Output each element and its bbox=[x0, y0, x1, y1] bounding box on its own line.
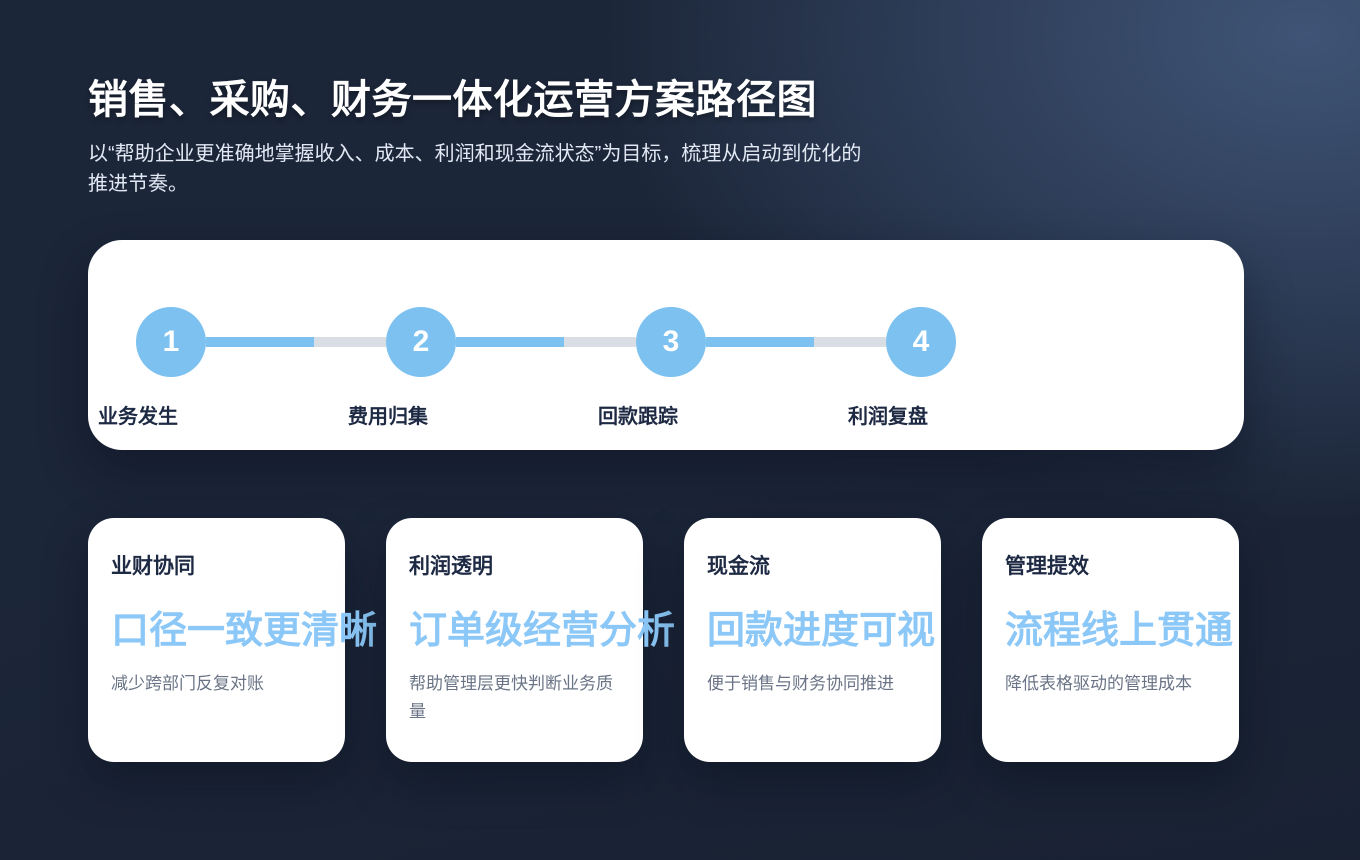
step-number: 2 bbox=[412, 325, 430, 358]
step-label: 回款跟踪 bbox=[598, 406, 678, 428]
page-title: 销售、采购、财务一体化运营方案路径图 bbox=[88, 78, 817, 122]
step-number-badge: 4 bbox=[886, 307, 956, 377]
benefit-tag: 管理提效 bbox=[1005, 555, 1089, 578]
step-number: 1 bbox=[162, 325, 180, 358]
step-row: 2 bbox=[348, 307, 636, 377]
step-connector bbox=[206, 337, 386, 347]
timeline-card: 1 业务发生 2 bbox=[88, 240, 1244, 450]
roadmap-page: 销售、采购、财务一体化运营方案路径图 以“帮助企业更准确地掌握收入、成本、利润和… bbox=[88, 76, 1244, 762]
benefit-headline: 回款进度可视 bbox=[707, 610, 936, 652]
timeline-step-4: 4 利润复盘 bbox=[848, 307, 1098, 429]
benefit-cards-row: 业财协同 口径一致更清晰 减少跨部门反复对账 利润透明 订单级经营分析 帮助管理… bbox=[88, 518, 1244, 762]
benefit-card-cash-flow: 现金流 回款进度可视 便于销售与财务协同推进 bbox=[684, 518, 941, 762]
benefit-headline: 流程线上贯通 bbox=[1005, 610, 1234, 652]
benefit-card-management-efficiency: 管理提效 流程线上贯通 降低表格驱动的管理成本 bbox=[982, 518, 1239, 762]
timeline-step-2: 2 费用归集 bbox=[348, 307, 636, 429]
benefit-description: 帮助管理层更快判断业务质量 bbox=[409, 674, 613, 721]
connector-progress bbox=[706, 337, 814, 347]
benefit-description: 便于销售与财务协同推进 bbox=[707, 674, 894, 693]
connector-remainder bbox=[564, 337, 636, 347]
benefit-description: 减少跨部门反复对账 bbox=[111, 674, 264, 693]
connector-progress bbox=[206, 337, 314, 347]
benefit-headline: 订单级经营分析 bbox=[409, 610, 676, 652]
page-header: 销售、采购、财务一体化运营方案路径图 以“帮助企业更准确地掌握收入、成本、利润和… bbox=[88, 76, 1244, 199]
benefit-card-profit-transparency: 利润透明 订单级经营分析 帮助管理层更快判断业务质量 bbox=[386, 518, 676, 762]
step-row: 1 bbox=[98, 307, 386, 377]
benefit-tag: 现金流 bbox=[707, 555, 770, 578]
timeline-step-1: 1 业务发生 bbox=[98, 307, 386, 429]
benefit-description: 降低表格驱动的管理成本 bbox=[1005, 674, 1192, 693]
step-label: 费用归集 bbox=[348, 406, 428, 428]
timeline-steps: 1 业务发生 2 bbox=[88, 240, 1244, 429]
benefit-tag: 利润透明 bbox=[409, 555, 493, 578]
step-label: 利润复盘 bbox=[848, 406, 928, 428]
timeline-step-3: 3 回款跟踪 bbox=[598, 307, 886, 429]
step-number: 3 bbox=[662, 325, 680, 358]
connector-progress bbox=[456, 337, 564, 347]
connector-remainder bbox=[314, 337, 386, 347]
step-connector bbox=[706, 337, 886, 347]
step-number-badge: 2 bbox=[386, 307, 456, 377]
step-label: 业务发生 bbox=[98, 406, 178, 428]
step-number-badge: 3 bbox=[636, 307, 706, 377]
step-row: 3 bbox=[598, 307, 886, 377]
step-connector bbox=[456, 337, 636, 347]
step-number: 4 bbox=[912, 325, 930, 358]
page-subtitle: 以“帮助企业更准确地掌握收入、成本、利润和现金流状态”为目标，梳理从启动到优化的… bbox=[88, 143, 862, 195]
benefit-tag: 业财协同 bbox=[111, 555, 195, 578]
connector-remainder bbox=[814, 337, 886, 347]
step-row: 4 bbox=[848, 307, 1098, 377]
step-number-badge: 1 bbox=[136, 307, 206, 377]
benefit-card-finance-sync: 业财协同 口径一致更清晰 减少跨部门反复对账 bbox=[88, 518, 378, 762]
benefit-headline: 口径一致更清晰 bbox=[111, 610, 378, 652]
